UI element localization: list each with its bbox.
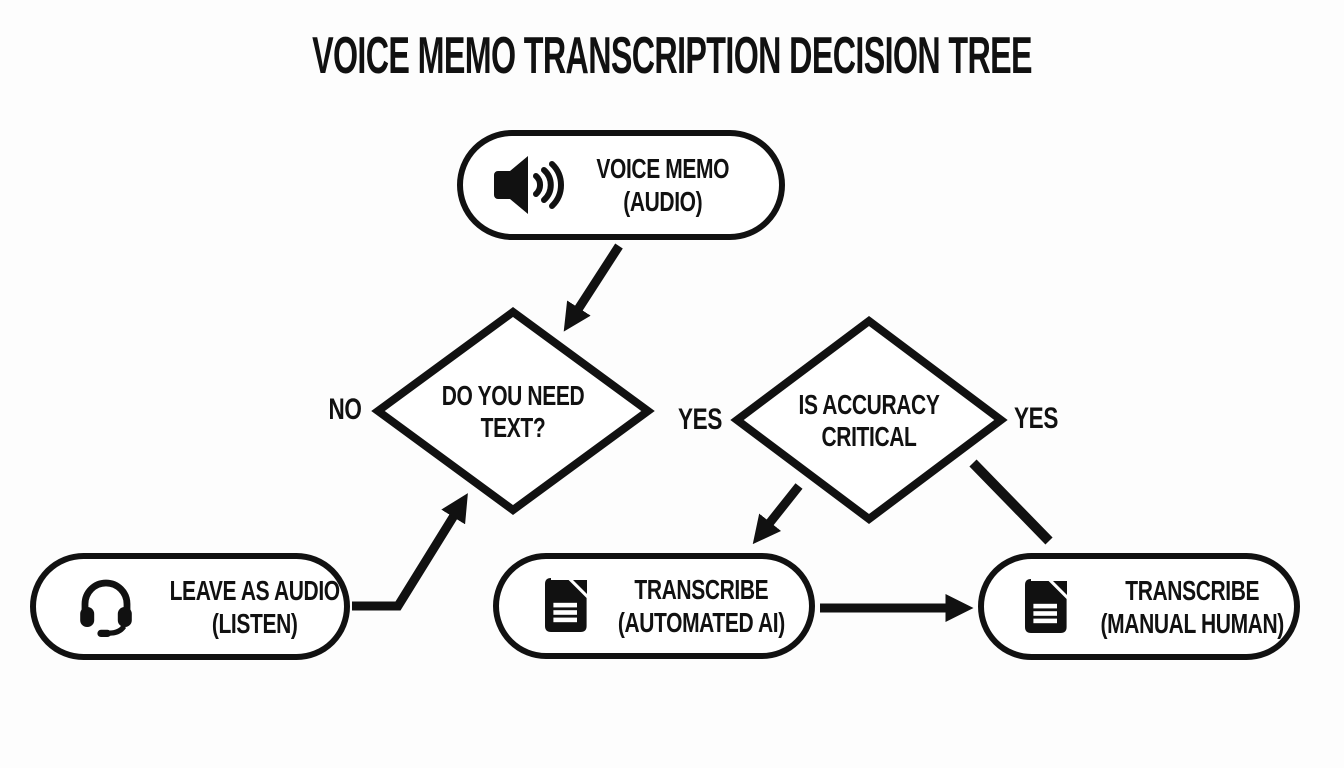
node-transcribe-human: TRANSCRIBE (MANUAL HUMAN) bbox=[978, 553, 1300, 660]
node-accuracy-critical-label: IS ACCURACY CRITICAL bbox=[799, 389, 940, 453]
node-transcribe-ai-line2: (AUTOMATED AI) bbox=[617, 607, 785, 638]
node-transcribe-human-line2: (MANUAL HUMAN) bbox=[1100, 607, 1285, 639]
document-icon bbox=[1023, 578, 1069, 635]
document-icon bbox=[543, 578, 589, 634]
arrow-leaveaudio-to-needtext bbox=[352, 493, 468, 611]
node-transcribe-human-line1: TRANSCRIBE bbox=[1125, 574, 1260, 606]
edge-label-yes-mid: YES bbox=[678, 403, 722, 436]
speaker-icon bbox=[490, 154, 566, 216]
node-accuracy-critical-line1: IS ACCURACY bbox=[798, 389, 940, 420]
node-leave-as-audio-line1: LEAVE AS AUDIO bbox=[169, 574, 341, 606]
node-need-text-line1: DO YOU NEED bbox=[441, 380, 585, 411]
node-accuracy-critical-line2: CRITICAL bbox=[821, 421, 917, 452]
edge-label-no: NO bbox=[328, 393, 362, 426]
edge-label-yes-right: YES bbox=[1014, 402, 1058, 435]
node-transcribe-ai-label: TRANSCRIBE (AUTOMATED AI) bbox=[618, 573, 791, 639]
arrow-voicememo-to-needtext bbox=[563, 243, 623, 332]
node-transcribe-ai-line1: TRANSCRIBE bbox=[634, 574, 769, 605]
node-voice-memo-line2: (AUDIO) bbox=[623, 186, 703, 217]
line-accuracy-to-human bbox=[969, 459, 1053, 545]
node-transcribe-human-label: TRANSCRIBE (MANUAL HUMAN) bbox=[1101, 574, 1290, 640]
node-need-text-label: DO YOU NEED TEXT? bbox=[442, 380, 585, 444]
node-leave-as-audio-line2: (LISTEN) bbox=[211, 607, 298, 639]
decision-diamond-accuracy bbox=[730, 316, 1008, 524]
headset-icon bbox=[75, 576, 137, 638]
node-voice-memo-label: VOICE MEMO (AUDIO) bbox=[593, 152, 753, 218]
decision-diamond-need-text bbox=[371, 307, 655, 515]
node-voice-memo: VOICE MEMO (AUDIO) bbox=[457, 130, 785, 240]
node-transcribe-ai: TRANSCRIBE (AUTOMATED AI) bbox=[493, 553, 815, 659]
node-leave-as-audio-label: LEAVE AS AUDIO (LISTEN) bbox=[170, 574, 366, 640]
node-need-text-line2: TEXT? bbox=[480, 412, 546, 443]
node-voice-memo-line1: VOICE MEMO bbox=[596, 153, 730, 184]
node-leave-as-audio: LEAVE AS AUDIO (LISTEN) bbox=[30, 553, 350, 660]
page-title: VOICE MEMO TRANSCRIPTION DECISION TREE bbox=[312, 27, 1032, 85]
arrow-accuracy-to-ai bbox=[752, 483, 803, 545]
